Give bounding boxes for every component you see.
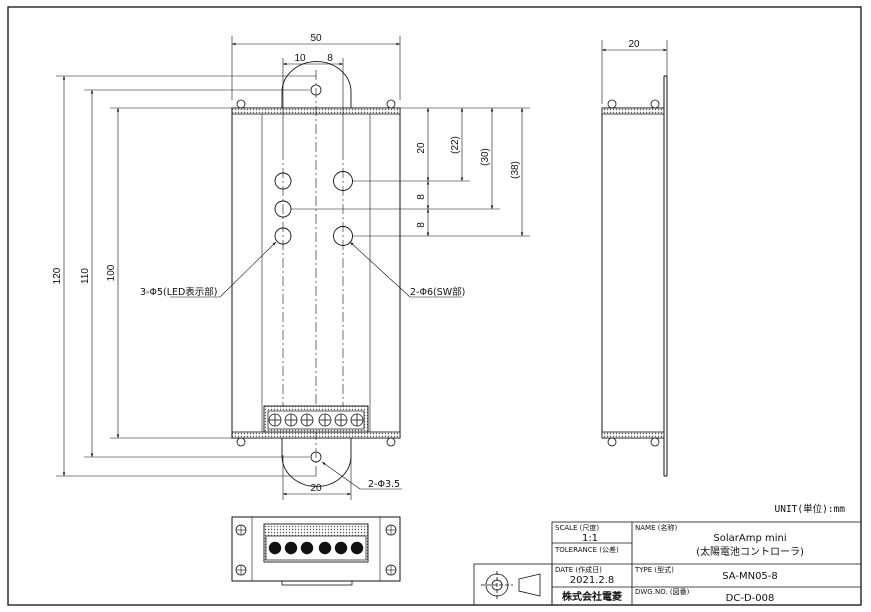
type-label: TYPE (型式) <box>634 565 674 574</box>
callout-led-holes: 3-Φ5(LED表示部) <box>140 286 218 298</box>
bottom-mount-tab <box>281 438 352 487</box>
dim-height-100: 100 <box>106 264 117 281</box>
front-view <box>56 36 530 500</box>
tolerance-label: TOLERANCE (公差) <box>554 545 619 554</box>
type-value: SA-MN05-8 <box>722 571 778 582</box>
unit-note: UNIT(単位):mm <box>775 503 846 515</box>
screw-icon <box>650 437 660 447</box>
screw-icon <box>650 99 660 109</box>
top-mount-tab <box>281 61 352 108</box>
third-angle-projection-icon <box>481 571 541 599</box>
dim-spacing-20: 20 <box>416 142 427 154</box>
screw-icon <box>607 99 617 109</box>
dim-ref-38: (38) <box>510 161 521 179</box>
dim-total-width: 50 <box>310 33 322 44</box>
led-hole <box>274 172 292 190</box>
drawing-border <box>7 6 862 606</box>
bottom-view <box>231 516 401 586</box>
dim-bottom-width: 20 <box>310 483 322 494</box>
dim-spacing-8a: 8 <box>416 194 427 200</box>
dim-height-120: 120 <box>52 267 63 284</box>
terminal-screws <box>268 413 364 427</box>
screw-icon <box>386 99 396 109</box>
dim-ref-22: (22) <box>450 136 461 154</box>
title-block <box>473 521 862 606</box>
scale-value: 1:1 <box>582 533 598 544</box>
screw-icon <box>386 437 396 447</box>
callout-mount-holes: 2-Φ3.5 <box>368 479 400 490</box>
dim-side-depth: 20 <box>628 39 640 50</box>
dim-hole-offset-b: 8 <box>327 53 333 64</box>
dwg-value: DC-D-008 <box>726 593 775 604</box>
company-name: 株式会社電菱 <box>562 590 622 603</box>
terminal-sockets <box>268 541 364 555</box>
dim-hole-offset-a: 10 <box>294 53 306 64</box>
dim-ref-30: (30) <box>480 148 491 166</box>
dim-spacing-8b: 8 <box>416 222 427 228</box>
screw-icon <box>236 437 246 447</box>
dwg-label: DWG.NO. (図番) <box>635 588 690 596</box>
side-body <box>601 107 665 439</box>
scale-label: SCALE (尺度) <box>555 523 599 532</box>
date-label: DATE (作成日) <box>555 565 602 574</box>
name-line1: SolarAmp mini <box>713 533 786 544</box>
callout-sw-holes: 2-Φ6(SW部) <box>410 286 465 298</box>
screw-icon <box>607 437 617 447</box>
dim-height-110: 110 <box>80 268 91 284</box>
side-view <box>601 40 668 477</box>
led-hole <box>274 227 292 245</box>
name-label: NAME (名称) <box>635 523 677 532</box>
screw-icon <box>236 99 246 109</box>
date-value: 2021.2.8 <box>570 575 615 586</box>
name-line2: (太陽電池コントローラ) <box>696 545 804 558</box>
